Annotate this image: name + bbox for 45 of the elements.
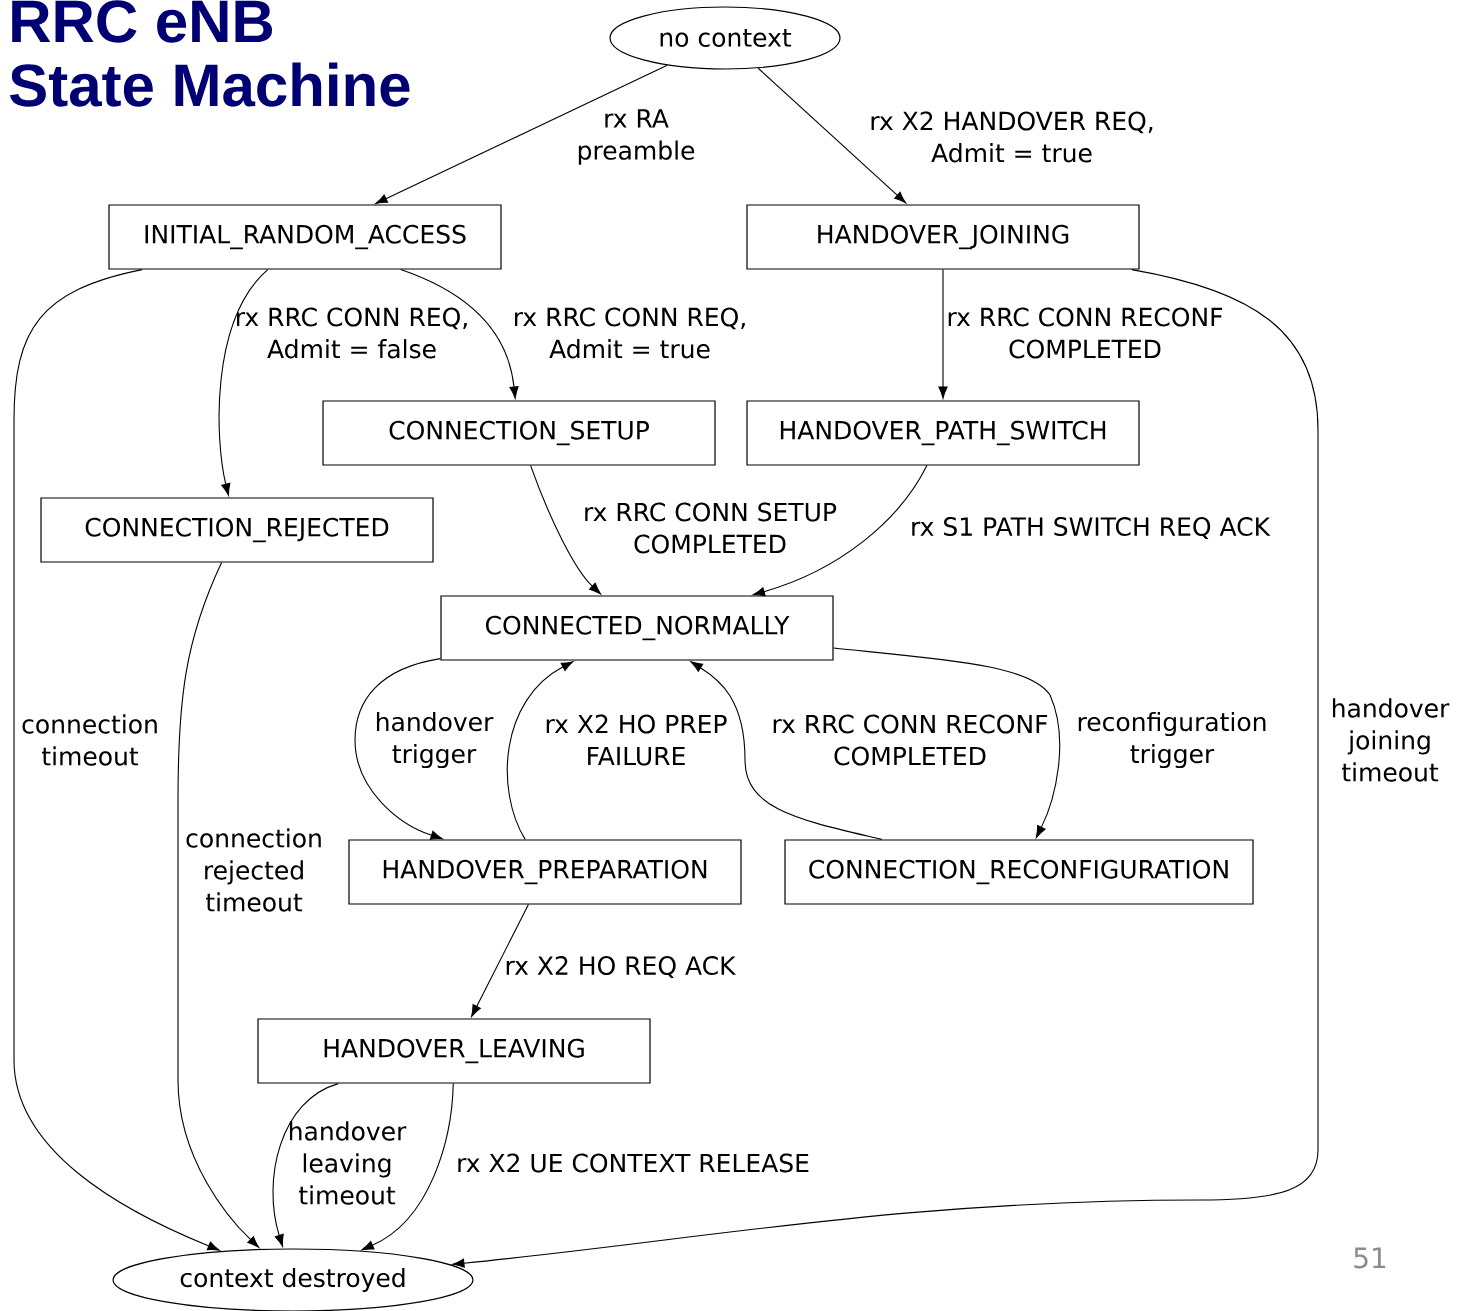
arrow — [354, 658, 443, 840]
edge-label: connection rejected timeout — [186, 828, 321, 912]
arrow — [177, 562, 260, 1248]
edge-label: rx X2 HO REQ ACK — [506, 956, 737, 978]
arrow — [530, 465, 601, 595]
arrow — [218, 269, 269, 496]
arrow — [471, 904, 529, 1017]
edge-label: connection timeout — [22, 714, 157, 766]
arrow — [361, 1083, 454, 1251]
edge-label: rx S1 PATH SWITCH REQ ACK — [912, 517, 1271, 539]
edge-label: rx RRC CONN SETUP COMPLETED — [585, 502, 837, 554]
edge-label: handover trigger — [376, 711, 494, 769]
edge-label: rx X2 HO PREP FAILURE — [546, 714, 727, 766]
edge-label: rx RRC CONN RECONF COMPLETED — [948, 307, 1223, 359]
edge-label: rx RRC CONN REQ, Admit = false — [237, 307, 467, 359]
state-box: CONNECTION_RECONFIGURATION — [784, 839, 1254, 905]
state-box: HANDOVER_LEAVING — [257, 1018, 651, 1084]
arrow — [375, 64, 668, 204]
page-number: 51 — [1354, 1247, 1386, 1269]
state-box: HANDOVER_PREPARATION — [348, 839, 742, 905]
edge-label: rx RA preamble — [578, 109, 695, 165]
arrow — [272, 1083, 339, 1247]
state-box: CONNECTION_SETUP — [322, 400, 716, 466]
edge-label: handover leaving timeout — [289, 1121, 407, 1205]
arrow — [833, 647, 1061, 838]
arrow — [506, 661, 574, 840]
arrow — [452, 269, 1319, 1268]
edge-label: handover joining timeout — [1332, 698, 1450, 782]
arrow — [757, 67, 907, 204]
state-box: CONNECTION_REJECTED — [40, 497, 434, 563]
arrow — [690, 661, 883, 840]
arrow — [13, 269, 220, 1251]
title: RRC eNB State Machine — [9, 0, 410, 107]
arrow — [752, 465, 928, 597]
arrow — [938, 269, 948, 399]
state-box: HANDOVER_PATH_SWITCH — [746, 400, 1140, 466]
edge-label: rx X2 HANDOVER REQ, Admit = true — [871, 111, 1153, 163]
state-box: INITIAL_RANDOM_ACCESS — [108, 204, 502, 270]
edge-label: rx X2 UE CONTEXT RELEASE — [458, 1153, 809, 1173]
edge-label: reconfiguration trigger — [1078, 711, 1266, 769]
edge-label: rx RRC CONN RECONF COMPLETED — [773, 714, 1048, 766]
arrow — [400, 269, 519, 399]
edge-label: rx RRC CONN REQ, Admit = true — [515, 307, 745, 359]
state-box: HANDOVER_JOINING — [746, 204, 1140, 270]
state-box: CONNECTED_NORMALLY — [440, 595, 834, 661]
